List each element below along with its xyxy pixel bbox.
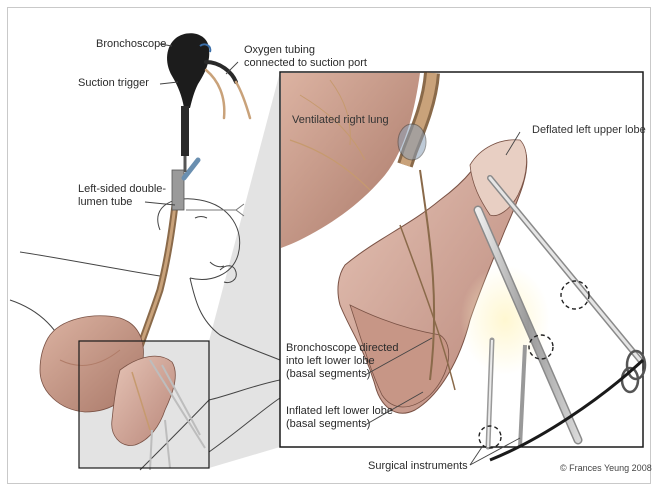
label-double-lumen-line2: lumen tube xyxy=(78,196,132,209)
label-double-lumen-line1: Left-sided double- xyxy=(78,183,166,196)
label-bronchoscope-directed-line2: into left lower lobe xyxy=(286,355,375,368)
label-surgical-instruments: Surgical instruments xyxy=(368,460,468,473)
copyright-credit: © Frances Yeung 2008 xyxy=(560,462,652,475)
label-oxygen-tubing-line2: connected to suction port xyxy=(244,57,367,70)
label-deflated-left-upper-lobe: Deflated left upper lobe xyxy=(532,124,646,137)
label-ventilated-right-lung: Ventilated right lung xyxy=(292,114,389,127)
label-inflated-lower-lobe-line1: Inflated left lower lobe xyxy=(286,405,393,418)
label-bronchoscope: Bronchoscope xyxy=(96,38,166,51)
bronchoscope-device xyxy=(167,33,250,172)
label-bronchoscope-directed-line1: Bronchoscope directed xyxy=(286,342,399,355)
label-suction-trigger: Suction trigger xyxy=(78,77,149,90)
label-oxygen-tubing-line1: Oxygen tubing xyxy=(244,44,315,57)
label-bronchoscope-directed-line3: (basal segments) xyxy=(286,368,370,381)
label-inflated-lower-lobe-line2: (basal segments) xyxy=(286,418,370,431)
